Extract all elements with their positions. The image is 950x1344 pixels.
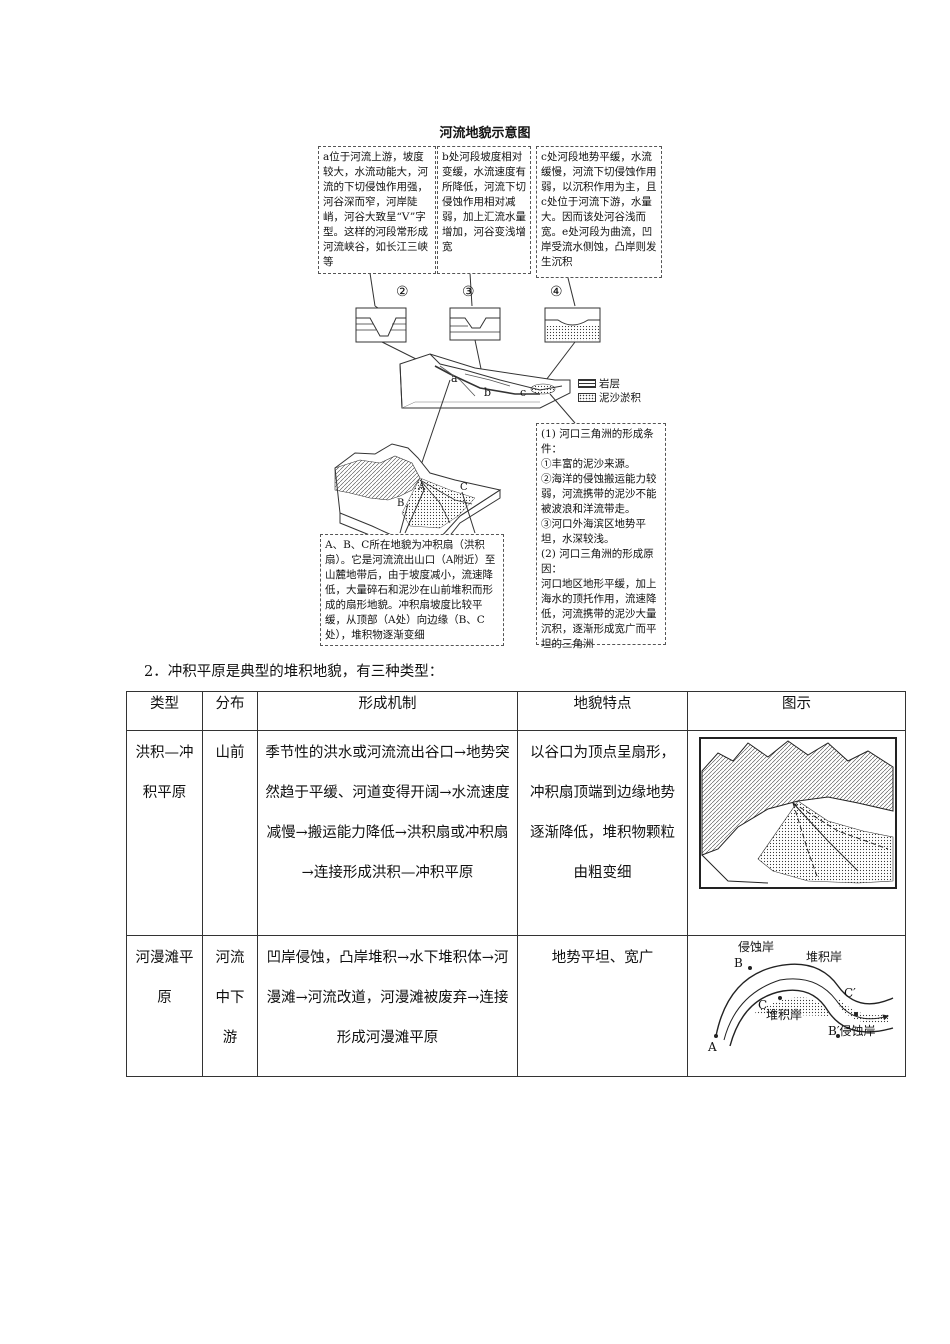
row2-illustration: 侵蚀岸 堆积岸 堆积岸 B′侵蚀岸 A B C C′: [687, 935, 906, 1077]
row1-type: 洪积—冲积平原: [135, 745, 194, 801]
note-downstream-c: c处河段地势平缓，水流缓慢，河流下切侵蚀作用弱，以沉积作用为主，且c处位于河流下…: [536, 146, 662, 278]
point-c-label: c: [520, 386, 527, 399]
note-alluvial-fan: A、B、C所在地貌为冲积扇（洪积扇）。它是河流流出山口（A附近）至山麓地带后，由…: [320, 534, 504, 646]
row2-distribution: 河流中下游: [215, 950, 245, 1046]
legend-rock-label: 岩层: [599, 378, 620, 390]
row2-mechanism: 凹岸侵蚀，凸岸堆积→水下堆积体→河漫滩→河流改道，河漫滩被废弃→连接形成河漫滩平…: [266, 950, 509, 1046]
meander-point-A: A: [708, 1040, 717, 1054]
meander-point-C-prime: C′: [844, 986, 856, 1000]
fan-point-A: A: [418, 482, 426, 493]
meander-erosion-bottom: B′侵蚀岸: [828, 1024, 876, 1038]
row2-type: 河漫滩平原: [135, 950, 194, 1006]
meander-sketch: [714, 963, 894, 1047]
legend-rock: 岩层: [578, 376, 620, 391]
river-landform-diagram: 河流地貌示意图: [300, 118, 670, 650]
point-b-label: b: [484, 386, 492, 399]
meander-deposit-bottom: 堆积岸: [766, 1008, 803, 1022]
row1-distribution: 山前: [215, 745, 245, 761]
diagram-drawing: [334, 272, 601, 549]
section-3-label: ③: [462, 284, 475, 300]
meander-point-C: C: [758, 998, 768, 1012]
rock-swatch: [578, 379, 596, 388]
note-midstream-b: b处河段坡度相对变缓，水流速度有所降低，河流下切侵蚀作用相对减弱，加上汇流水量增…: [437, 146, 531, 274]
table-row: 河漫滩平原 河流中下游 凹岸侵蚀，凸岸堆积→水下堆积体→河漫滩→河流改道，河漫滩…: [126, 935, 906, 1077]
diagram-title: 河流地貌示意图: [439, 126, 531, 141]
table-row: 洪积—冲积平原 山前 季节性的洪水或河流流出谷口→地势突然趋于平缓、河道变得开阔…: [126, 730, 906, 936]
meander-deposit-top: 堆积岸: [806, 950, 843, 964]
legend-silt-label: 泥沙淤积: [599, 392, 641, 404]
section-4-label: ④: [550, 284, 563, 300]
fan-point-C: C: [460, 482, 468, 493]
fan-point-B: B: [397, 498, 405, 509]
row1-illustration: [687, 730, 906, 936]
row1-features: 以谷口为顶点呈扇形，冲积扇顶端到边缘地势逐渐降低，堆积物颗粒由粗变细: [530, 745, 675, 881]
meander-erosion-top: 侵蚀岸: [738, 940, 775, 954]
header-features: 地貌特点: [517, 691, 688, 731]
point-a-label: a: [451, 372, 458, 385]
alluvial-fan-sketch: [699, 737, 897, 889]
table-header-row: 类型 分布 形成机制 地貌特点 图示: [126, 691, 906, 731]
silt-swatch: [578, 393, 596, 402]
row1-mechanism: 季节性的洪水或河流流出谷口→地势突然趋于平缓、河道变得开阔→水流速度减慢→搬运能…: [265, 745, 510, 881]
meander-point-B: B: [734, 956, 743, 970]
note-delta: (1) 河口三角洲的形成条件： ①丰富的泥沙来源。 ②海洋的侵蚀搬运能力较弱，河…: [536, 423, 666, 650]
note-upstream-a: a位于河流上游，坡度较大，水流动能大，河流的下切侵蚀作用强，河谷深而窄，河岸陡峭…: [318, 146, 436, 274]
header-mechanism: 形成机制: [257, 691, 518, 731]
section-caption: 2．冲积平原是典型的堆积地貌，有三种类型：: [144, 664, 444, 680]
header-illustration: 图示: [687, 691, 906, 731]
row2-features: 地势平坦、宽广: [551, 950, 654, 966]
header-distribution: 分布: [202, 691, 258, 731]
legend-silt: 泥沙淤积: [578, 390, 641, 405]
header-type: 类型: [126, 691, 203, 731]
section-2-label: ②: [396, 284, 409, 300]
alluvial-plain-table: 类型 分布 形成机制 地貌特点 图示 洪积—冲积平原 山前 季节性的洪水或河流流…: [126, 691, 906, 1077]
